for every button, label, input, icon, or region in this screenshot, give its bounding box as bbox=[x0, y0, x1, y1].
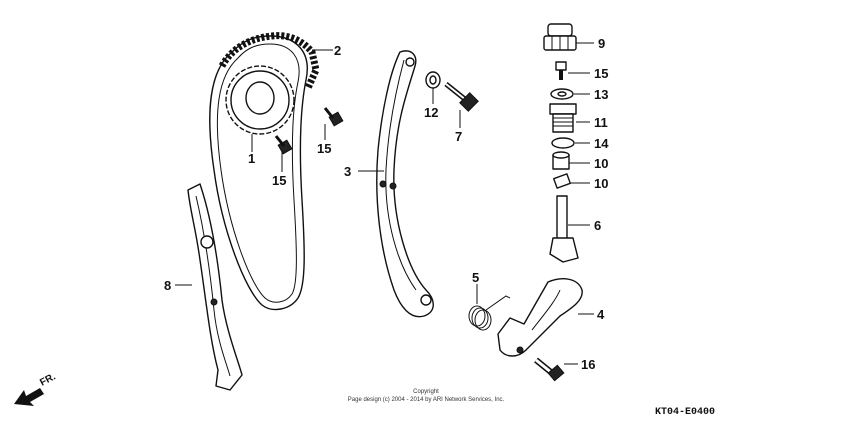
leader-lines bbox=[175, 42, 594, 365]
callout-8: 8 bbox=[164, 278, 171, 293]
chain-guide bbox=[187, 183, 243, 391]
front-arrow-icon: FR. bbox=[14, 371, 58, 406]
callout-6: 6 bbox=[594, 218, 601, 233]
callout-4: 4 bbox=[597, 307, 605, 322]
lifter-arm bbox=[497, 278, 583, 357]
callout-10-a: 10 bbox=[594, 156, 608, 171]
o-ring-14 bbox=[551, 137, 575, 149]
bolt-15-a bbox=[274, 135, 293, 155]
callout-3: 3 bbox=[344, 164, 351, 179]
callout-11: 11 bbox=[594, 115, 608, 130]
diagram-code: KT04-E0400 bbox=[655, 407, 715, 418]
callout-15-c: 15 bbox=[594, 66, 608, 81]
bolt-15-c bbox=[555, 61, 567, 80]
washer-13 bbox=[550, 88, 574, 100]
copyright-line-1: Copyright bbox=[413, 389, 439, 395]
callout-10-b: 10 bbox=[594, 176, 608, 191]
callout-14: 14 bbox=[594, 136, 609, 151]
spring-seat-10a bbox=[552, 151, 570, 170]
callout-15-b: 15 bbox=[317, 141, 331, 156]
pivot-bolt-7 bbox=[444, 82, 479, 112]
front-arrow-label: FR. bbox=[38, 371, 58, 388]
spring-5 bbox=[468, 295, 511, 331]
cap-nut-9 bbox=[543, 23, 577, 51]
bolt-15-b bbox=[323, 107, 344, 127]
bolt-body-11 bbox=[549, 103, 577, 133]
callout-13: 13 bbox=[594, 87, 608, 102]
bolt-16 bbox=[534, 357, 565, 382]
copyright-line-2: Page design (c) 2004 - 2014 by ARI Netwo… bbox=[348, 397, 505, 403]
tensioner-arm bbox=[376, 50, 434, 318]
callout-1: 1 bbox=[248, 151, 255, 166]
washer-12 bbox=[425, 71, 441, 89]
callout-9: 9 bbox=[598, 36, 605, 51]
callout-16: 16 bbox=[581, 357, 595, 372]
callout-12: 12 bbox=[424, 105, 438, 120]
callout-labels: 2 1 15 15 3 12 7 8 9 15 13 11 14 10 10 6… bbox=[164, 36, 609, 372]
spring-seat-10b bbox=[553, 173, 571, 189]
callout-5: 5 bbox=[472, 270, 479, 285]
callout-15-a: 15 bbox=[272, 173, 286, 188]
callout-2: 2 bbox=[334, 43, 341, 58]
pushrod-6 bbox=[549, 195, 579, 263]
cam-sprocket bbox=[225, 65, 295, 135]
callout-7: 7 bbox=[455, 129, 462, 144]
